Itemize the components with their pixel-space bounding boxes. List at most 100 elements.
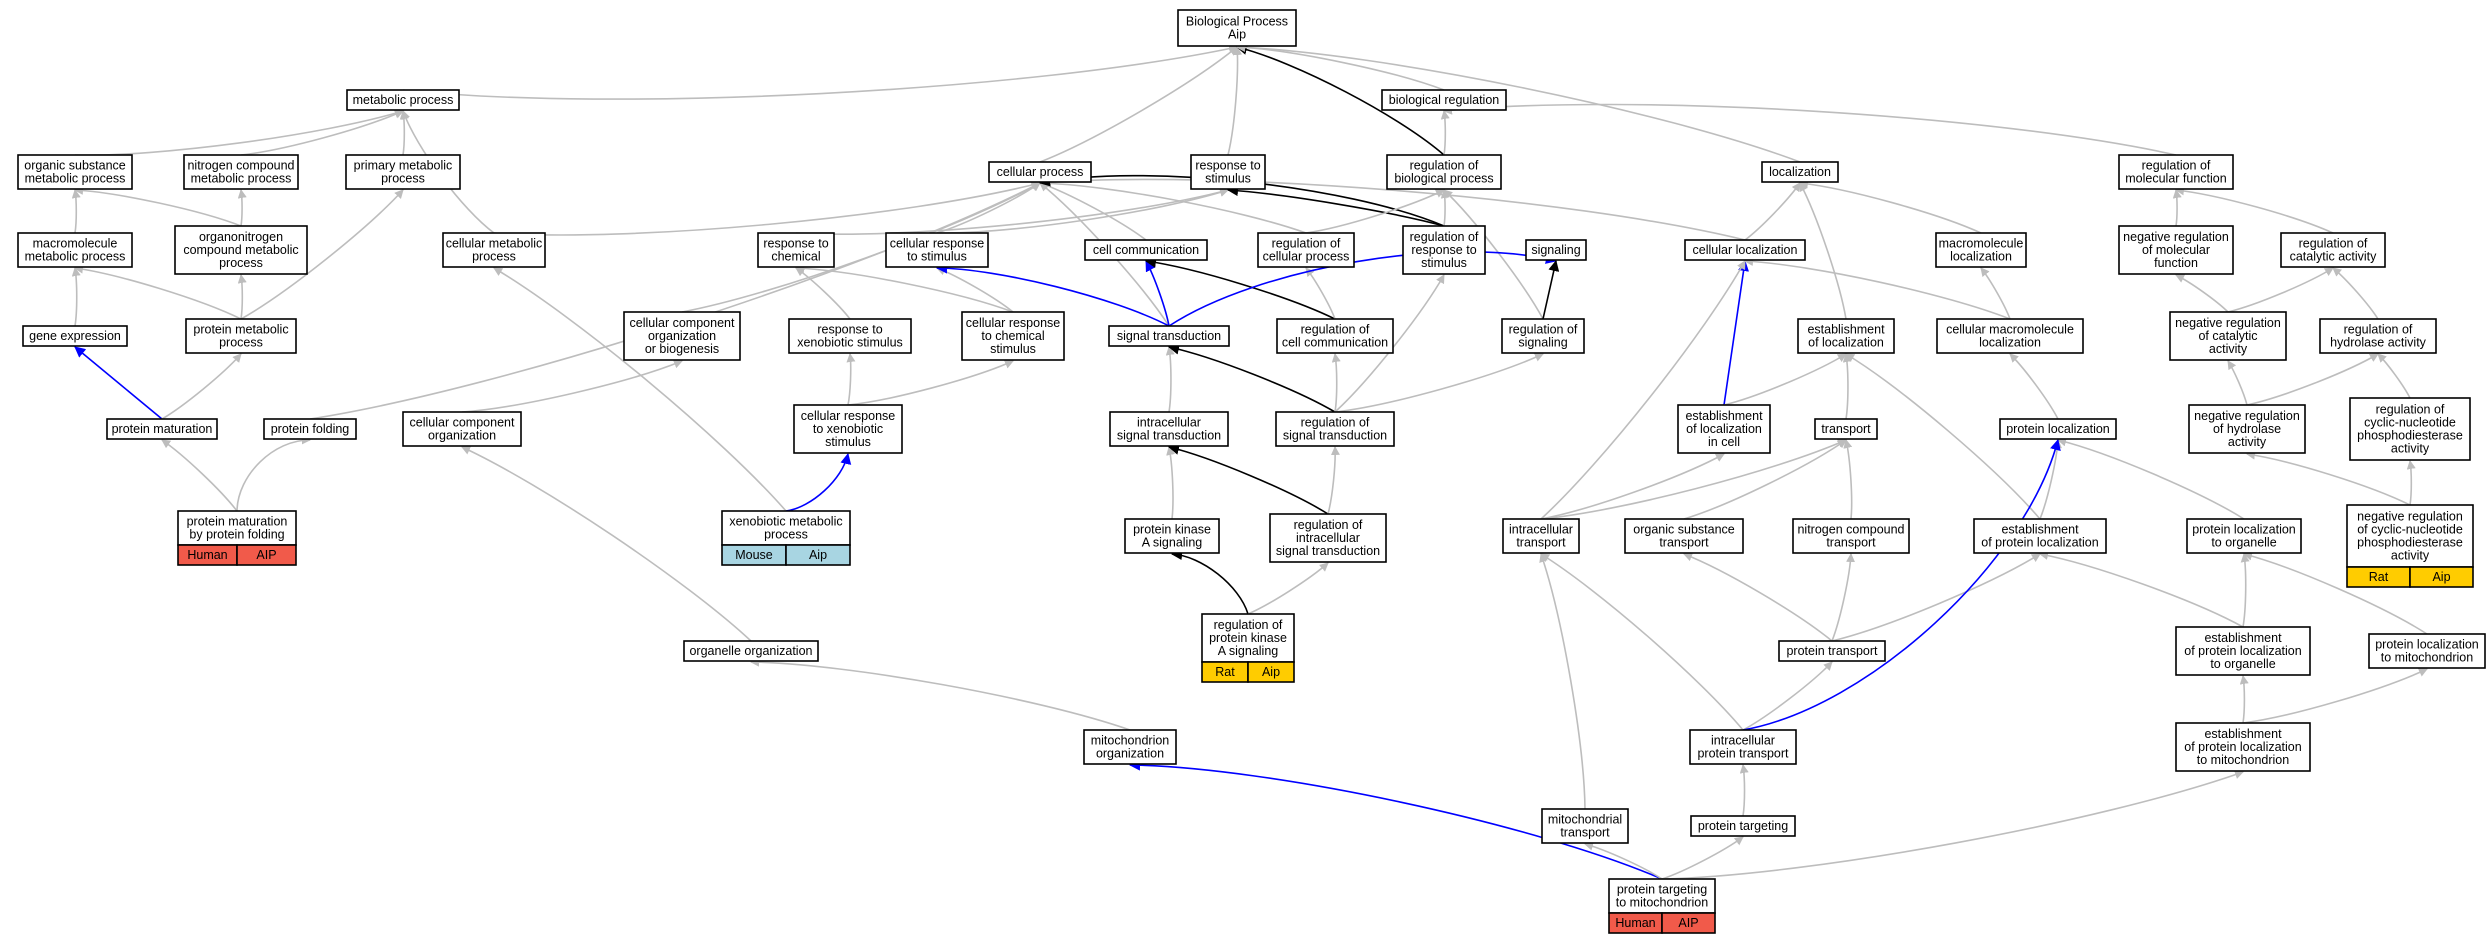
node-label-line: localization	[1979, 336, 2041, 350]
node-box	[1201, 613, 1295, 663]
node-label-line: regulation of	[1410, 230, 1479, 244]
node-orgorg[interactable]: organelle organization	[683, 640, 819, 662]
node-metab[interactable]: metabolic process	[346, 89, 460, 111]
node-label-line: cellular response	[890, 237, 985, 251]
node-protloc[interactable]: protein localization	[1999, 418, 2117, 440]
node-sigtrans[interactable]: signal transduction	[1108, 325, 1230, 347]
node-signaling[interactable]: signaling	[1525, 239, 1587, 261]
node-regcnpde[interactable]: regulation ofcyclic-nucleotidephosphodie…	[2349, 397, 2471, 461]
node-label-line: cell communication	[1093, 243, 1199, 257]
node-label-line: in cell	[1708, 435, 1740, 449]
node-prottrans[interactable]: protein transport	[1778, 640, 1886, 662]
node-box	[185, 318, 297, 354]
node-box	[1257, 232, 1355, 268]
edge-negregcnpde-to-negreghydro	[2246, 450, 2411, 506]
node-transport[interactable]: transport	[1814, 418, 1878, 440]
node-geneexp[interactable]: gene expression	[22, 325, 128, 347]
node-cellcomm[interactable]: cell communication	[1084, 239, 1208, 261]
node-cellproc[interactable]: cellular process	[988, 161, 1092, 183]
node-box	[263, 418, 357, 440]
node-bioreg[interactable]: biological regulation	[1381, 89, 1507, 111]
node-label-line: regulation of	[1301, 323, 1370, 337]
node-protfold[interactable]: protein folding	[263, 418, 357, 440]
edge-estloc-to-localization	[1799, 182, 1847, 320]
node-box	[1624, 518, 1744, 554]
node-label-line: signal transduction	[1117, 329, 1221, 343]
edge-regcellcomm-to-regcell	[1305, 267, 1336, 320]
node-box	[1381, 89, 1507, 111]
edge-geneexp-to-macromet	[71, 267, 81, 327]
edge-regresp-to-regbio	[1440, 189, 1450, 227]
node-label-line: intracellular	[1509, 523, 1573, 537]
node-label-line: of molecular	[2142, 243, 2210, 257]
edge-prottargetmito-to-estprotlocmito	[1661, 770, 2244, 880]
node-protmat[interactable]: protein maturation	[106, 418, 218, 440]
node-box	[961, 311, 1065, 361]
node-box	[988, 161, 1092, 183]
node-cellloc[interactable]: cellular localization	[1684, 239, 1806, 261]
node-box	[1689, 729, 1797, 765]
node-label-line: process	[219, 336, 263, 350]
node-label-line: regulation of	[2344, 323, 2413, 337]
species-tag-label: Aip	[2432, 570, 2450, 584]
edge-prottrans-to-estprotloc	[1831, 553, 2041, 642]
edge-respstim-to-bp	[1227, 46, 1243, 156]
node-prottarget[interactable]: protein targeting	[1690, 815, 1796, 837]
node-label-line: negative regulation	[2175, 316, 2281, 330]
edge-xeno-to-cellmetab	[493, 267, 787, 512]
edge-sigtrans-to-cellresp	[936, 262, 1170, 327]
node-localization[interactable]: localization	[1761, 161, 1839, 183]
